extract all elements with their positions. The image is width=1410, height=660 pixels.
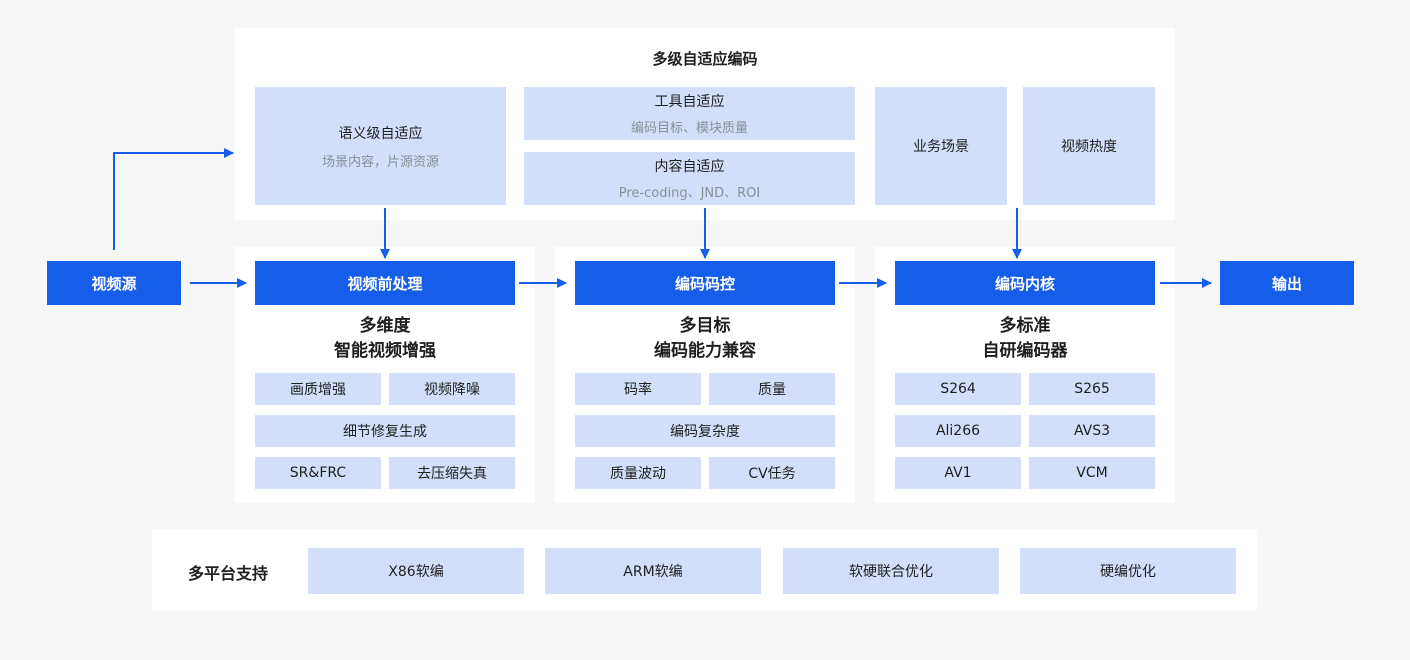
video-source-node: 视频源 xyxy=(47,261,181,305)
platform-chip-arm: ARM软编 xyxy=(545,548,761,594)
enhance-heading-line2: 智能视频增强 xyxy=(334,341,436,361)
enhance-heading: 多维度 智能视频增强 xyxy=(255,314,515,364)
business-scene-label: 业务场景 xyxy=(913,139,969,155)
platform-chip-x86: X86软编 xyxy=(308,548,524,594)
standard-chip-vcm: VCM xyxy=(1029,457,1155,489)
standard-chip-s265: S265 xyxy=(1029,373,1155,405)
multitarget-heading: 多目标 编码能力兼容 xyxy=(575,314,835,364)
semantic-adaptive-title: 语义级自适应 xyxy=(338,125,423,142)
video-heat-label: 视频热度 xyxy=(1061,139,1117,155)
tool-adaptive-desc: 编码目标、模块质量 xyxy=(630,121,748,136)
target-chip-quality: 质量 xyxy=(709,373,835,405)
enhance-chip-artifact: 去压缩失真 xyxy=(389,457,515,489)
standards-heading: 多标准 自研编码器 xyxy=(895,314,1155,364)
target-chip-fluctuation: 质量波动 xyxy=(575,457,701,489)
multitarget-heading-line1: 多目标 xyxy=(679,316,731,336)
content-adaptive-desc: Pre-coding、JND、ROI xyxy=(618,186,761,201)
semantic-adaptive-desc: 场景内容，片源资源 xyxy=(321,154,439,170)
enhance-heading-line1: 多维度 xyxy=(359,316,411,336)
standard-chip-avs3: AVS3 xyxy=(1029,415,1155,447)
target-chip-cv: CV任务 xyxy=(709,457,835,489)
video-heat-block: 视频热度 xyxy=(1023,87,1155,205)
enhance-chip-quality: 画质增强 xyxy=(255,373,381,405)
enhance-chip-detail: 细节修复生成 xyxy=(255,415,515,447)
enhance-chip-denoise: 视频降噪 xyxy=(389,373,515,405)
standard-chip-av1: AV1 xyxy=(895,457,1021,489)
enhance-chip-srfrc: SR&FRC xyxy=(255,457,381,489)
semantic-adaptive-block: 语义级自适应 场景内容，片源资源 xyxy=(255,87,506,205)
standard-chip-ali266: Ali266 xyxy=(895,415,1021,447)
output-node: 输出 xyxy=(1220,261,1354,305)
preprocess-node: 视频前处理 xyxy=(255,261,515,305)
multitarget-heading-line2: 编码能力兼容 xyxy=(654,341,756,361)
content-adaptive-block: 内容自适应 Pre-coding、JND、ROI xyxy=(524,152,855,205)
tool-adaptive-block: 工具自适应 编码目标、模块质量 xyxy=(524,87,855,140)
standards-heading-line1: 多标准 xyxy=(999,316,1051,336)
standard-chip-s264: S264 xyxy=(895,373,1021,405)
ratecontrol-node: 编码码控 xyxy=(575,261,835,305)
content-adaptive-title: 内容自适应 xyxy=(654,159,725,175)
target-chip-bitrate: 码率 xyxy=(575,373,701,405)
adaptive-encoding-title: 多级自适应编码 xyxy=(652,50,758,68)
platform-chip-hybrid: 软硬联合优化 xyxy=(783,548,999,594)
tool-adaptive-title: 工具自适应 xyxy=(654,94,725,110)
platform-chip-hardware: 硬编优化 xyxy=(1020,548,1236,594)
kernel-node: 编码内核 xyxy=(895,261,1155,305)
business-scene-block: 业务场景 xyxy=(875,87,1007,205)
target-chip-complexity: 编码复杂度 xyxy=(575,415,835,447)
arrow-source-to-semantic xyxy=(113,148,234,250)
standards-heading-line2: 自研编码器 xyxy=(982,341,1068,361)
platform-label: 多平台支持 xyxy=(188,564,269,583)
